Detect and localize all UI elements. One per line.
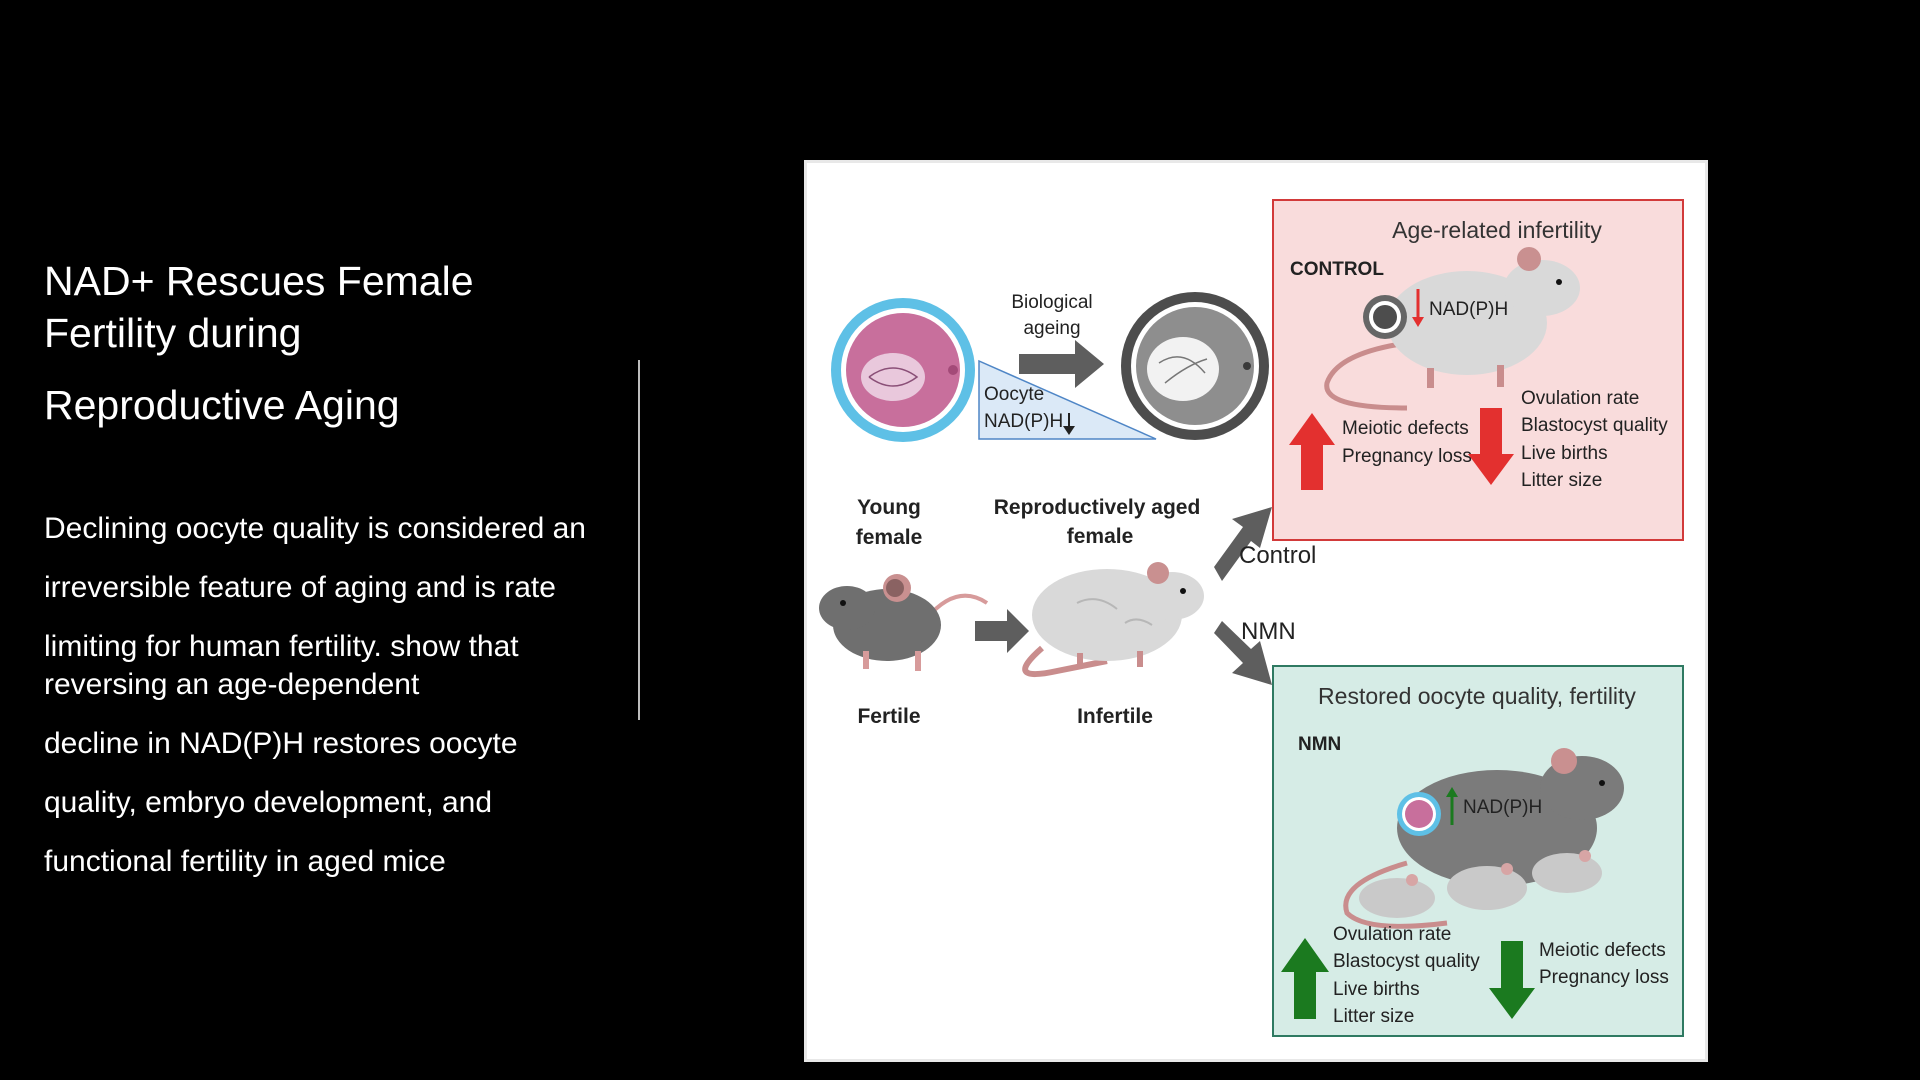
- nmn-nadph-label: NAD(P)H: [1463, 797, 1542, 818]
- control-arrow-label: Control: [1239, 542, 1316, 569]
- aged-mouse-illustration: [1022, 562, 1204, 677]
- nmn-down-item: Meiotic defects: [1539, 940, 1666, 961]
- control-arrow: [1214, 507, 1272, 581]
- control-nadph-label: NAD(P)H: [1429, 299, 1508, 320]
- body-paragraph: limiting for human fertility. show that …: [44, 630, 519, 701]
- aged-oocyte-illustration: [1121, 292, 1269, 440]
- graphical-abstract-figure: Oocyte NAD(P)H Biological ageing Young f…: [804, 160, 1708, 1062]
- young-oocyte-illustration: [831, 298, 975, 442]
- nmn-arrow: [1214, 621, 1272, 685]
- title-line-3: Reproductive Aging: [44, 382, 400, 428]
- slide-body: Declining oocyte quality is considered a…: [44, 510, 624, 902]
- nmn-tag: NMN: [1298, 734, 1341, 755]
- fertile-label: Fertile: [857, 705, 920, 728]
- slide-title: NAD+ Rescues Female Fertility during Rep…: [44, 255, 604, 431]
- title-line-2: Fertility during: [44, 310, 302, 356]
- control-panel: Age-related infertility CONTROL NAD(P)H …: [1272, 199, 1684, 541]
- nmn-panel: Restored oocyte quality, fertility NMN N…: [1272, 665, 1684, 1037]
- young-female-label: female: [856, 526, 923, 549]
- ageing-arrow: [1019, 340, 1104, 388]
- infertile-label: Infertile: [1077, 705, 1153, 728]
- control-panel-title: Age-related infertility: [1392, 217, 1602, 243]
- figure-canvas: Oocyte NAD(P)H Biological ageing Young f…: [819, 199, 1684, 1037]
- nmn-down-arrow: [1489, 941, 1535, 1019]
- control-up-item: Meiotic defects: [1342, 418, 1469, 439]
- oocyte-nadph-triangle: Oocyte NAD(P)H: [978, 359, 1157, 440]
- ageing-label: ageing: [1023, 318, 1080, 339]
- body-paragraph: quality, embryo development, and: [44, 786, 493, 819]
- nmn-up-item: Blastocyst quality: [1333, 951, 1480, 972]
- aged-label: Reproductively aged: [994, 496, 1201, 519]
- body-paragraph: Declining oocyte quality is considered a…: [44, 512, 586, 545]
- young-mouse-illustration: [819, 574, 989, 671]
- control-up-arrow: [1289, 413, 1335, 490]
- control-down-item: Live births: [1521, 443, 1608, 464]
- biological-label: Biological: [1011, 292, 1092, 313]
- nmn-down-item: Pregnancy loss: [1539, 967, 1669, 988]
- control-down-item: Litter size: [1521, 470, 1602, 491]
- control-tag: CONTROL: [1290, 259, 1384, 280]
- nmn-arrow-label: NMN: [1241, 618, 1296, 645]
- nmn-up-item: Live births: [1333, 979, 1420, 1000]
- body-paragraph: functional fertility in aged mice: [44, 845, 446, 878]
- young-label: Young: [857, 496, 921, 519]
- body-paragraph: decline in NAD(P)H restores oocyte: [44, 727, 518, 760]
- control-down-item: Blastocyst quality: [1521, 415, 1668, 436]
- nmn-up-item: Litter size: [1333, 1006, 1414, 1027]
- young-to-aged-arrow: [975, 609, 1029, 653]
- vertical-divider: [638, 360, 640, 720]
- title-line-1: NAD+ Rescues Female: [44, 258, 474, 304]
- control-down-arrow: [1468, 408, 1514, 485]
- nmn-up-item: Ovulation rate: [1333, 924, 1451, 945]
- nmn-up-arrow: [1281, 938, 1329, 1019]
- control-down-item: Ovulation rate: [1521, 388, 1639, 409]
- oocyte-label: Oocyte: [984, 384, 1044, 405]
- aged-female-label: female: [1067, 525, 1134, 548]
- control-up-item: Pregnancy loss: [1342, 446, 1472, 467]
- nmn-panel-title: Restored oocyte quality, fertility: [1318, 683, 1636, 709]
- oocyte-nadph-label: NAD(P)H: [984, 411, 1063, 432]
- body-paragraph: irreversible feature of aging and is rat…: [44, 571, 556, 604]
